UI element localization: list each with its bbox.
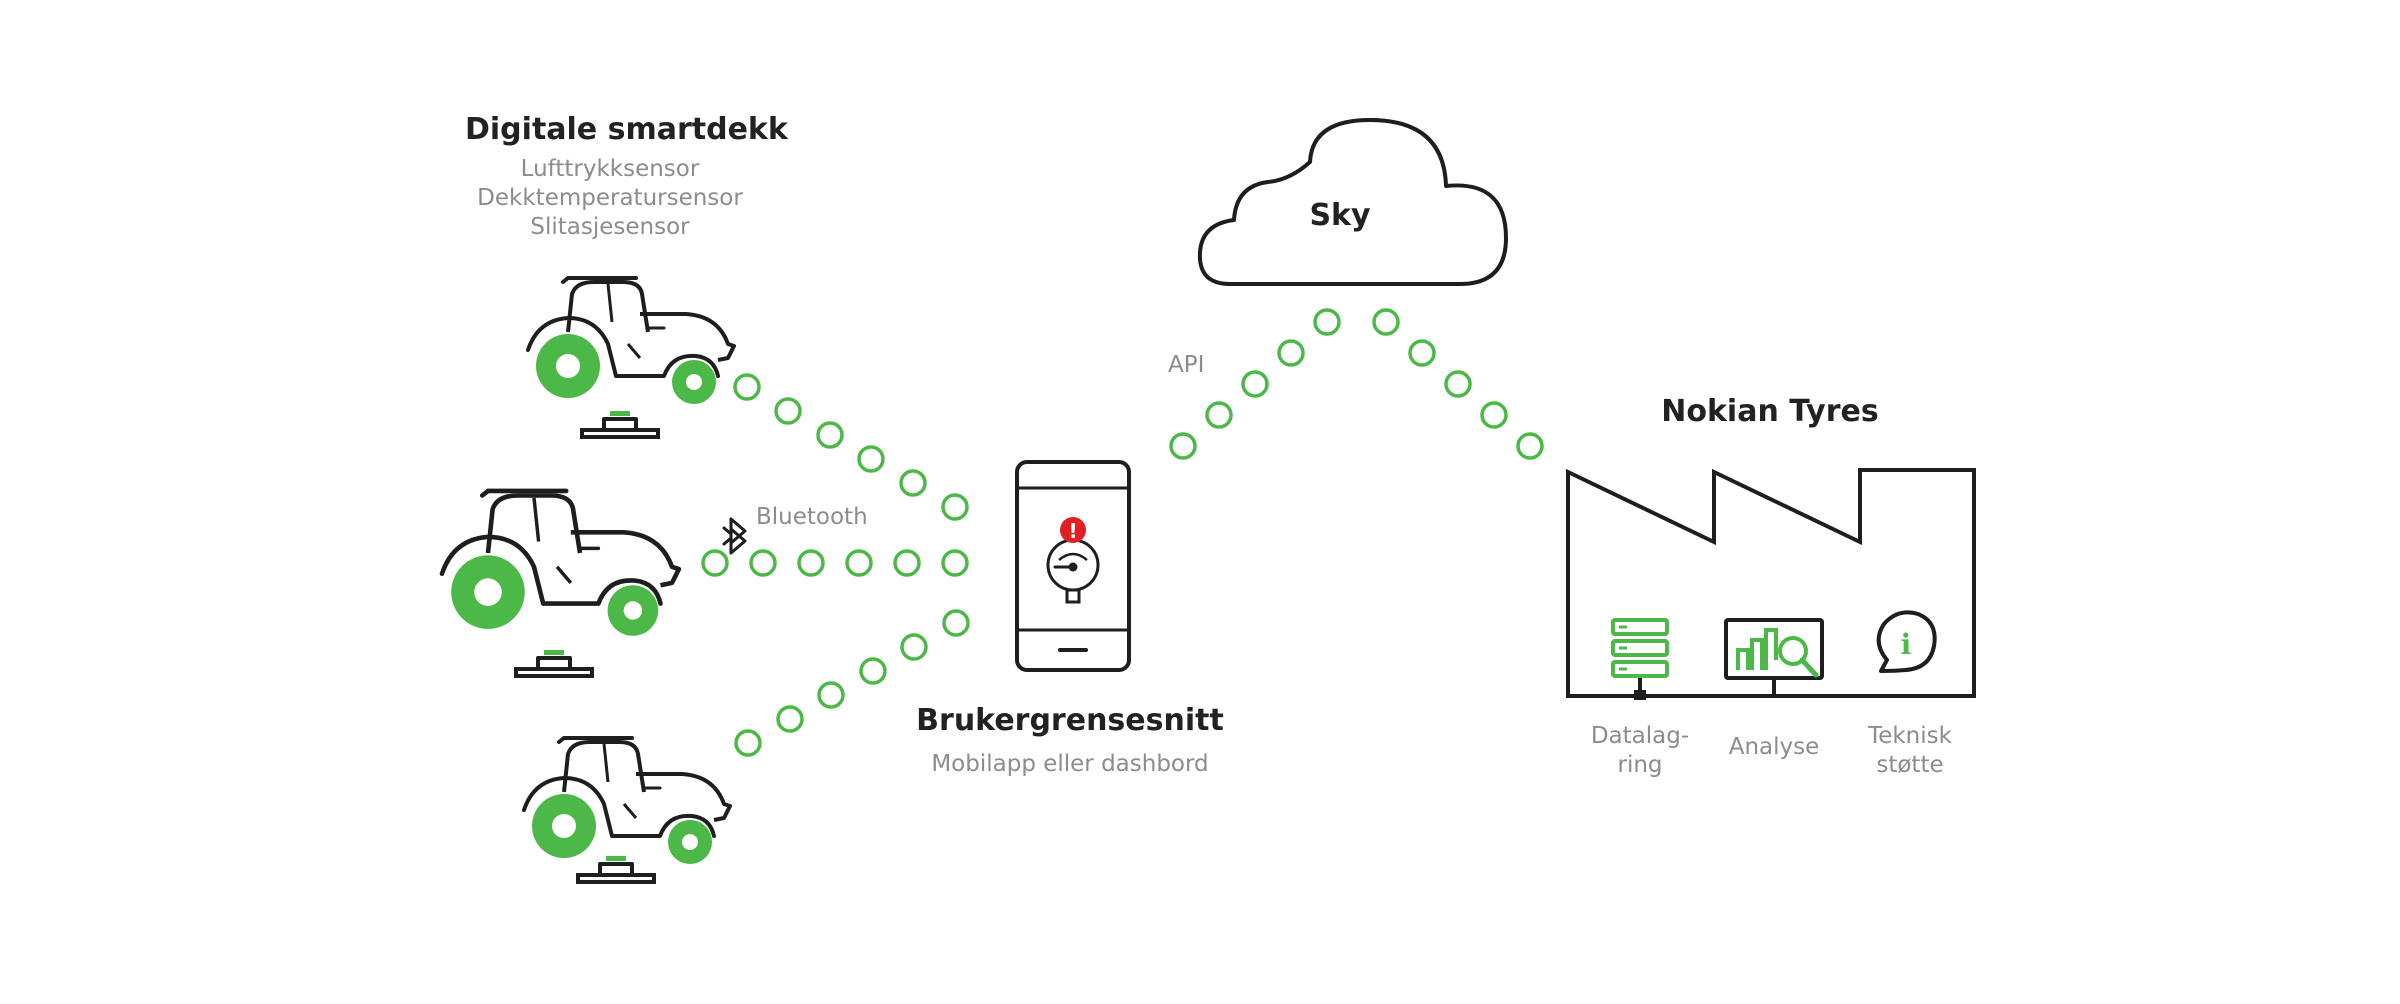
- factory-icon: [1566, 468, 1976, 698]
- sensor-label: Slitasjesensor: [530, 214, 690, 240]
- cloud-icon: [1197, 118, 1508, 286]
- server-icon: [1611, 618, 1669, 700]
- cloud-label: Sky: [1309, 198, 1371, 233]
- tyre-sensor-icon: [576, 854, 656, 884]
- sensor-label: Lufttrykksensor: [520, 156, 700, 182]
- tractor-icon: [526, 276, 736, 406]
- bluetooth-icon: [722, 517, 747, 555]
- info-chat-icon: i: [1876, 610, 1937, 673]
- sensor-label: Dekktemperatursensor: [477, 185, 743, 211]
- info-symbol: i: [1901, 628, 1912, 661]
- service-label-storage: Datalag- ring: [1570, 722, 1710, 780]
- ui-title: Brukergrensesnitt: [916, 703, 1224, 738]
- alert-icon: !: [1060, 517, 1086, 543]
- service-label-support: Teknisk støtte: [1840, 722, 1980, 780]
- service-label-analysis: Analyse: [1704, 733, 1844, 762]
- cloud-factory-dots: [1372, 308, 1544, 460]
- alert-symbol: !: [1068, 519, 1077, 543]
- service-label-line: ring: [1617, 752, 1663, 778]
- smart-tyres-title: Digitale smartdekk: [465, 112, 788, 147]
- bluetooth-label: Bluetooth: [756, 504, 868, 530]
- service-label-line: Analyse: [1728, 734, 1820, 760]
- connection-dots-upper: [733, 373, 969, 521]
- service-label-line: Datalag-: [1590, 723, 1690, 749]
- connection-dots-lower: [734, 609, 970, 757]
- company-name: Nokian Tyres: [1661, 394, 1879, 429]
- sensor-list: Lufttrykksensor Dekktemperatursensor Sli…: [455, 155, 765, 242]
- service-label-line: Teknisk: [1868, 723, 1952, 749]
- service-label-line: støtte: [1876, 752, 1944, 778]
- tractor-icon: [522, 736, 732, 866]
- tyre-sensor-icon: [580, 409, 660, 439]
- analytics-monitor-icon: [1724, 618, 1824, 696]
- pressure-gauge-icon: [1046, 538, 1100, 604]
- tyre-sensor-icon: [514, 648, 594, 678]
- connection-dots-middle: [701, 549, 969, 577]
- tractor-icon: [442, 491, 679, 636]
- api-label: API: [1168, 352, 1205, 378]
- ui-subtitle: Mobilapp eller dashbord: [931, 751, 1209, 777]
- api-connection-dots: [1169, 308, 1341, 460]
